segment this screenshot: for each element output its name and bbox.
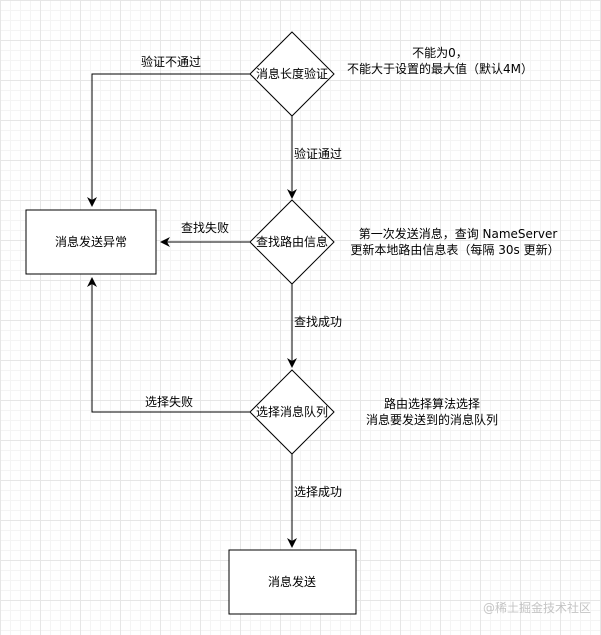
decision-diamond	[249, 369, 335, 455]
decision-diamond	[249, 31, 335, 117]
edge-label-select-success: 选择成功	[294, 485, 342, 499]
edge-label-find-fail: 查找失败	[181, 220, 229, 235]
node-label: 消息长度验证	[256, 66, 328, 81]
node-label: 消息发送	[268, 574, 316, 589]
note-route-line1: 第一次发送消息，查询 NameServer	[359, 226, 558, 241]
note-queue-line2: 消息要发送到的消息队列	[366, 412, 498, 427]
edge-verify-fail	[87, 73, 250, 207]
node-exception: 消息发送异常	[25, 209, 157, 275]
node-label: 查找路由信息	[256, 234, 328, 249]
edge-label-verify-pass: 验证通过	[294, 146, 342, 161]
note-route-line2: 更新本地路由信息表（每隔 30s 更新）	[350, 242, 559, 257]
watermark: @稀土掘金技术社区	[483, 600, 591, 615]
process-box	[228, 549, 357, 615]
process-box	[25, 209, 157, 275]
node-send: 消息发送	[228, 549, 357, 615]
node-label: 消息发送异常	[55, 234, 127, 249]
edge-select-fail	[87, 277, 250, 413]
decision-diamond	[249, 199, 335, 285]
node-check-length: 消息长度验证	[249, 31, 335, 117]
edge-label-find-success: 查找成功	[294, 315, 342, 329]
note-length-line2: 不能大于设置的最大值（默认4M）	[347, 61, 533, 76]
edge-label-select-fail: 选择失败	[145, 394, 193, 409]
node-label: 选择消息队列	[256, 404, 328, 419]
node-find-route: 查找路由信息	[249, 199, 335, 285]
note-length-line1: 不能为0，	[412, 46, 468, 60]
node-select-queue: 选择消息队列	[249, 369, 335, 455]
note-queue-line1: 路由选择算法选择	[384, 396, 480, 411]
connectors	[87, 73, 297, 548]
edge-label-verify-fail: 验证不通过	[141, 54, 201, 69]
